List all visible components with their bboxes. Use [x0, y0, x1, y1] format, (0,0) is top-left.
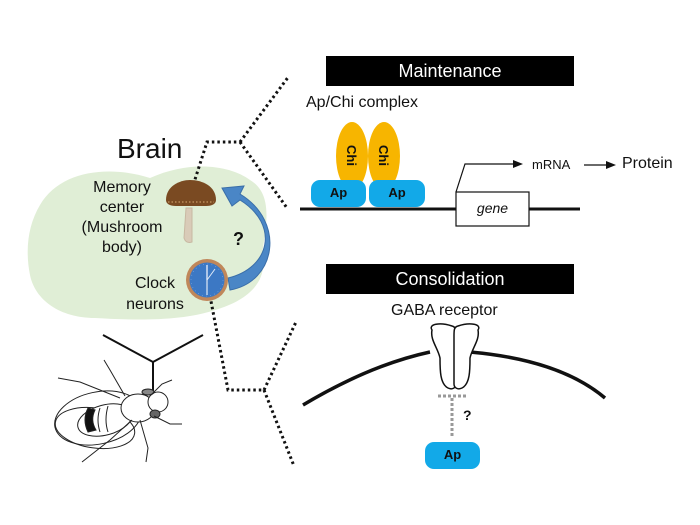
question-mark-consolidation: ? — [463, 407, 472, 423]
gene-box — [455, 191, 530, 227]
ap-protein-1 — [311, 180, 366, 207]
chi-label-2: Chi — [375, 145, 391, 166]
dotted-connector-lower — [208, 295, 298, 467]
memory-center-line: center — [99, 199, 145, 216]
memory-center-line: Memory — [93, 179, 151, 196]
dotted-connector-upper — [188, 75, 291, 209]
ap-label-1: Ap — [329, 185, 348, 200]
chi-protein-2 — [368, 122, 400, 190]
mrna-label: mRNA — [532, 157, 571, 172]
clock-neurons-line: neurons — [126, 296, 184, 313]
memory-center-label: Memory center (Mushroom body) — [72, 178, 172, 258]
ap-protein-consolidation — [425, 442, 480, 469]
gene-label: gene — [476, 200, 509, 216]
consolidation-banner: Consolidation — [326, 264, 574, 294]
ap-label-2: Ap — [388, 185, 406, 200]
brain-title: Brain — [117, 133, 183, 164]
mushroom-icon — [166, 180, 216, 243]
memory-center-line: (Mushroom — [81, 219, 163, 236]
clock-neurons-line: Clock — [134, 275, 175, 292]
chi-protein-1 — [336, 122, 368, 190]
chi-label-1: Chi — [343, 145, 359, 166]
maintenance-banner: Maintenance — [326, 56, 574, 86]
ap-label-consolidation: Ap — [443, 447, 462, 462]
clock-icon — [186, 259, 228, 301]
curved-arrow-icon — [221, 185, 271, 291]
fly-pointer-lines — [102, 334, 204, 395]
gaba-receptor-label: GABA receptor — [391, 302, 498, 319]
cell-membrane — [302, 350, 607, 407]
question-mark-brain: ? — [233, 229, 244, 249]
translation-arrow-icon — [584, 161, 616, 169]
memory-center-line: body) — [101, 239, 143, 256]
gaba-receptor-icon — [430, 323, 480, 390]
fruit-fly-icon — [54, 359, 182, 463]
ap-chi-complex-label: Ap/Chi complex — [306, 94, 419, 111]
transcription-arrow-icon — [455, 160, 523, 193]
inhibition-dotted-connector — [438, 394, 468, 437]
ap-protein-2 — [369, 180, 425, 207]
protein-label: Protein — [622, 155, 673, 172]
clock-neurons-label: Clock neurons — [120, 273, 190, 315]
